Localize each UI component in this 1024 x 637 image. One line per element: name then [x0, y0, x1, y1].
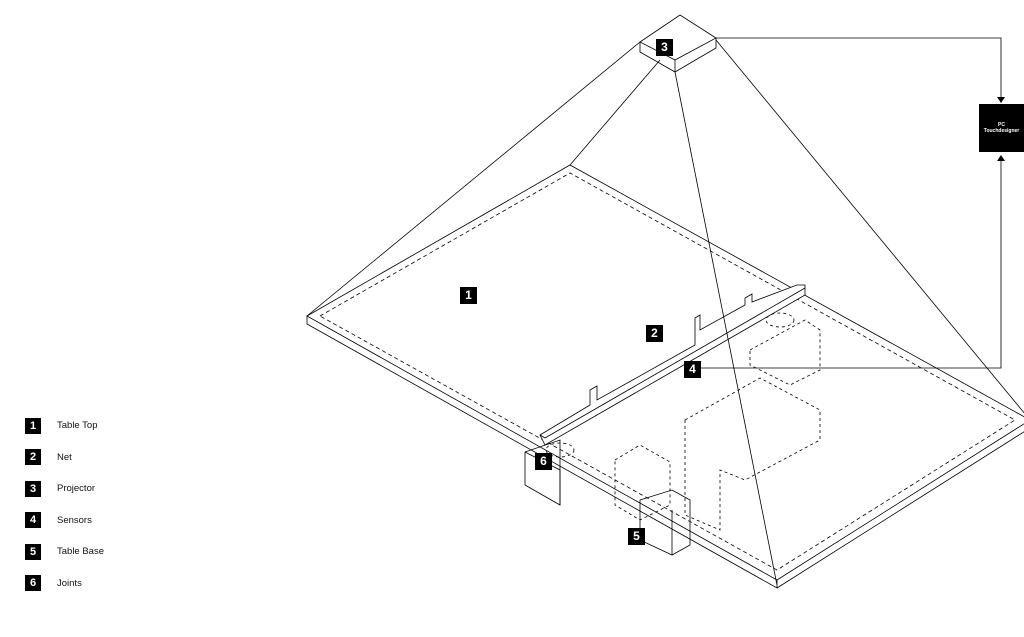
legend-badge: 5: [25, 543, 41, 560]
legend-label: Joints: [57, 577, 82, 589]
net: [539, 284, 806, 458]
legend-item: 5 Table Base: [25, 536, 104, 568]
projector-connection: [716, 37, 1002, 98]
arrow-down-icon: [997, 97, 1005, 103]
marker-projector: 3: [656, 39, 673, 56]
legend-label: Table Base: [57, 546, 105, 558]
legend-label: Net: [57, 451, 72, 463]
pc-touchdesigner-box: PC Touchdesigner: [979, 104, 1024, 152]
legend-item: 4 Sensors: [25, 505, 104, 537]
legend-badge: 1: [25, 417, 41, 434]
legend-item: 1 Table Top: [25, 410, 104, 442]
legend-badge: 4: [25, 512, 41, 529]
marker-table-base: 5: [628, 528, 645, 545]
pc-software-label: Touchdesigner: [983, 128, 1020, 134]
legend-badge: 3: [25, 480, 41, 497]
pc-label: PC: [998, 122, 1005, 128]
legend-label: Sensors: [57, 514, 92, 526]
marker-sensors: 4: [684, 361, 701, 378]
legend-item: 2 Net: [25, 442, 104, 474]
marker-joints: 6: [535, 453, 552, 470]
legend: 1 Table Top 2 Net 3 Projector 4 Sensors 5 Tab…: [25, 410, 104, 599]
legend-badge: 6: [25, 575, 41, 592]
legend-label: Projector: [57, 483, 96, 495]
legend-badge: 2: [25, 449, 41, 466]
sensor-connection: [700, 160, 1002, 369]
projector: [639, 14, 717, 73]
legend-item: 6 Joints: [25, 568, 104, 600]
legend-label: Table Top: [57, 420, 98, 432]
arrow-up-icon: [997, 155, 1005, 161]
legend-item: 3 Projector: [25, 473, 104, 505]
marker-net: 2: [646, 325, 663, 342]
marker-table-top: 1: [460, 287, 477, 304]
